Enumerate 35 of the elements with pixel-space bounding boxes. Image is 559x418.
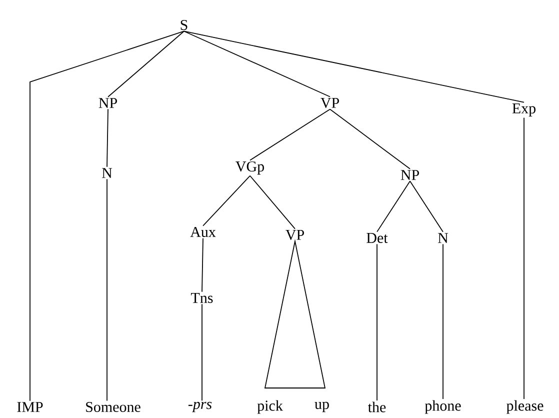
word: phone: [424, 400, 461, 414]
category-label: Aux: [190, 226, 216, 238]
category-label: Exp: [512, 104, 536, 116]
tree-branch: [30, 30, 184, 402]
category-label: N: [102, 168, 112, 178]
category-label: S: [180, 20, 188, 30]
tree-branch: [106, 178, 108, 402]
tree-branch: [376, 244, 378, 401]
tree-branch: [442, 244, 444, 400]
category-label: VGp: [236, 161, 264, 175]
tree-branch: [250, 175, 296, 230]
word: pick: [257, 400, 283, 414]
category-label: NP: [98, 98, 117, 108]
category-label: NP: [400, 170, 419, 180]
tree-branch: [330, 108, 410, 170]
word: up: [314, 402, 329, 412]
category-label: Tns: [191, 293, 213, 303]
tree-branch: [106, 108, 108, 168]
tree-branch: [202, 175, 250, 226]
word: IMP: [17, 402, 43, 412]
tree-branch: [108, 30, 184, 98]
category-label: Det: [366, 233, 388, 243]
tree-branch: [250, 108, 330, 161]
word: Someone: [86, 402, 140, 412]
category-label: N: [438, 233, 448, 243]
tree-branch: [410, 180, 444, 232]
tree-branch: [376, 180, 410, 232]
word: please: [506, 400, 544, 414]
tree-branch: [184, 30, 524, 103]
word: -prs: [188, 402, 212, 412]
tree-branch: [184, 30, 330, 98]
category-label: VP: [286, 230, 304, 240]
word: the: [368, 402, 386, 412]
tree-branch: [202, 238, 204, 292]
category-label: VP: [320, 98, 339, 108]
